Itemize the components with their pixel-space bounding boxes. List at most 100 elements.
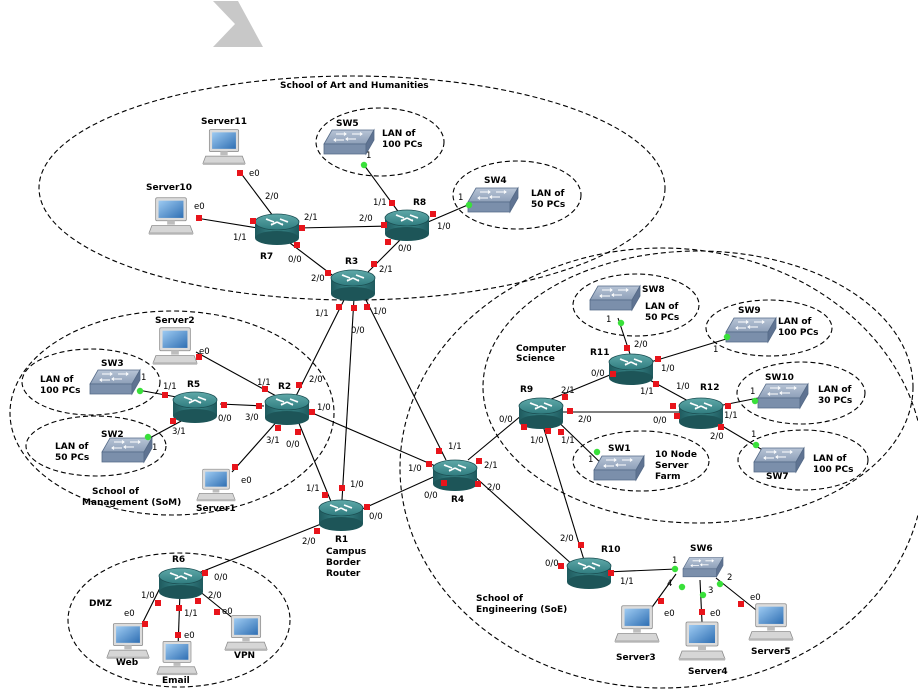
port-label: 1/1 <box>724 411 738 421</box>
zone-label-cs-2: Science <box>516 354 555 364</box>
router-r5-icon[interactable] <box>172 391 218 424</box>
port-label: 1 <box>713 345 718 355</box>
label-email: Email <box>162 676 190 686</box>
label-r9: R9 <box>520 385 533 395</box>
router-r8-icon[interactable] <box>384 209 430 242</box>
port-label: 1 <box>606 315 611 325</box>
server3-icon[interactable] <box>614 605 660 644</box>
zone-lan-sw9 <box>705 299 833 357</box>
label-sw1: SW1 <box>608 444 631 454</box>
lan-sw9-2: 100 PCs <box>778 328 818 338</box>
zone-lan-sw7 <box>737 429 869 491</box>
port-label: e0 <box>249 169 260 179</box>
label-r12: R12 <box>700 383 719 393</box>
label-r4: R4 <box>451 495 464 505</box>
port-label: e0 <box>750 593 761 603</box>
port-label: 1/1 <box>257 378 271 388</box>
port-label: 0/0 <box>424 491 438 501</box>
lan-sw9-1: LAN of <box>778 317 812 327</box>
port-label: 1 <box>588 455 593 465</box>
label-web: Web <box>116 658 139 668</box>
port-label: 1/0 <box>437 222 451 232</box>
router-r4-icon[interactable] <box>432 459 478 492</box>
port-label: 0/0 <box>398 244 412 254</box>
lan-labels: LAN of 100 PCs LAN of 50 PCs LAN of 100 … <box>40 129 853 482</box>
port-label: 1 <box>751 430 756 440</box>
server2-icon[interactable] <box>152 327 198 366</box>
label-server2: Server2 <box>155 316 195 326</box>
port-label: e0 <box>199 347 210 357</box>
lan-sw5-2: 100 PCs <box>382 140 422 150</box>
port-label: 2/0 <box>710 432 724 442</box>
router-r10-icon[interactable] <box>566 557 612 590</box>
port-label: 0/0 <box>653 416 667 426</box>
port-label: e0 <box>710 609 721 619</box>
port-label: 0/0 <box>214 573 228 583</box>
port-label: 0/0 <box>499 415 513 425</box>
zone-soe <box>399 247 918 689</box>
switch-sw9-icon[interactable] <box>725 317 777 343</box>
router-r12-icon[interactable] <box>678 397 724 430</box>
label-r10: R10 <box>601 545 620 555</box>
zone-label-dmz: DMZ <box>89 599 112 609</box>
port-label: 1/0 <box>317 403 331 413</box>
switch-sw6-icon[interactable] <box>682 557 724 578</box>
port-label: 3 <box>708 586 713 596</box>
port-label: 2/0 <box>265 192 279 202</box>
port-label: 2/1 <box>484 461 498 471</box>
router-r3-icon[interactable] <box>330 269 376 302</box>
port-label: 3/0 <box>245 413 259 423</box>
lan-sw4-2: 50 PCs <box>531 200 565 210</box>
port-label: 2/0 <box>311 274 325 284</box>
switch-sw7-icon[interactable] <box>753 447 805 473</box>
port-label: 1 <box>458 193 463 203</box>
port-label: 2/0 <box>634 340 648 350</box>
switch-sw1-icon[interactable] <box>593 455 645 481</box>
port-label: 1/0 <box>661 364 675 374</box>
switch-sw3-icon[interactable] <box>89 369 141 395</box>
label-r7: R7 <box>260 252 273 262</box>
port-label: 2/0 <box>302 537 316 547</box>
server-vpn-icon[interactable] <box>224 615 268 652</box>
port-label: 0/0 <box>545 559 559 569</box>
router-r6-icon[interactable] <box>158 567 204 600</box>
zone-computer-science <box>482 250 914 524</box>
server5-icon[interactable] <box>748 603 794 642</box>
label-sw8: SW8 <box>642 285 665 295</box>
label-sw9: SW9 <box>738 306 761 316</box>
port-label: 1/0 <box>408 464 422 474</box>
port-label: 1/1 <box>163 382 177 392</box>
switch-sw8-icon[interactable] <box>589 285 641 311</box>
port-label: 1/0 <box>530 436 544 446</box>
server4-icon[interactable] <box>678 621 726 662</box>
port-label: 1/1 <box>448 442 462 452</box>
port-labels: e0 2/0 e0 1/1 2/1 0/0 2/0 1/1 1/0 0/0 1 … <box>124 151 761 641</box>
lan-sw1-2: Server <box>655 461 689 471</box>
server10-icon[interactable] <box>148 197 194 236</box>
port-label: 1 <box>672 556 677 566</box>
router-r11-icon[interactable] <box>608 353 654 386</box>
port-label: 3/1 <box>172 427 186 437</box>
switch-sw4-icon[interactable] <box>467 187 519 213</box>
label-sw6: SW6 <box>690 544 713 554</box>
port-label: 2/0 <box>487 483 501 493</box>
label-sw5: SW5 <box>336 119 359 129</box>
switch-sw2-icon[interactable] <box>101 437 153 463</box>
server11-icon[interactable] <box>202 129 246 166</box>
port-label: 1 <box>141 373 146 383</box>
switch-sw10-icon[interactable] <box>757 383 809 409</box>
zone-label-som-2: Management (SoM) <box>82 498 181 508</box>
port-label: 1/1 <box>233 233 247 243</box>
port-label: e0 <box>184 631 195 641</box>
server1-icon[interactable] <box>196 468 236 502</box>
server-email-icon[interactable] <box>156 640 198 676</box>
routers <box>158 209 724 600</box>
router-r7-icon[interactable] <box>254 213 300 246</box>
port-label: 1/1 <box>306 484 320 494</box>
zone-lan-sw5 <box>315 107 445 177</box>
lan-sw4-1: LAN of <box>531 189 565 199</box>
router-r1-icon[interactable] <box>318 499 364 532</box>
router-r2-icon[interactable] <box>264 393 310 426</box>
label-r1: R1 <box>335 535 348 545</box>
server-web-icon[interactable] <box>106 623 150 660</box>
